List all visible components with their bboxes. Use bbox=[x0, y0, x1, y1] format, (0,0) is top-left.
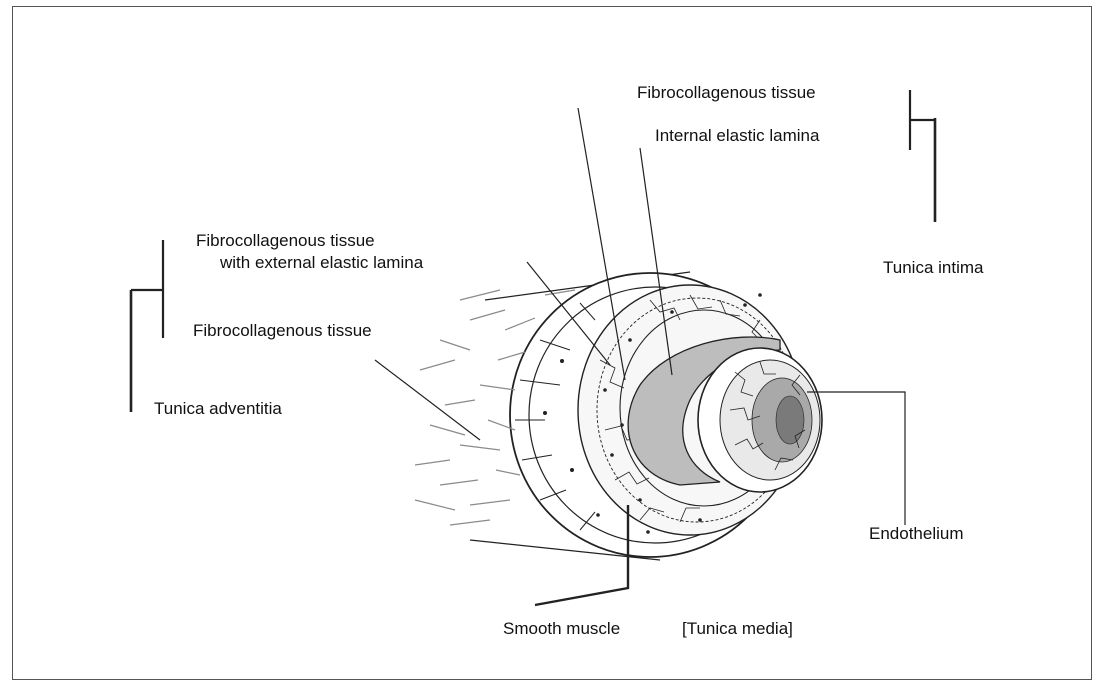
endothelium-layer bbox=[698, 348, 822, 492]
label-fibrocollagenous-tissue-adventitia: Fibrocollagenous tissue bbox=[193, 322, 372, 339]
label-smooth-muscle: Smooth muscle bbox=[503, 620, 620, 637]
label-fibrocollagenous-tissue-external: Fibrocollagenous tissue bbox=[196, 232, 375, 249]
bracket-tunica-adventitia bbox=[131, 240, 163, 412]
label-tunica-intima: Tunica intima bbox=[883, 259, 983, 276]
label-tunica-adventitia: Tunica adventitia bbox=[154, 400, 282, 417]
bracket-tunica-intima bbox=[910, 90, 935, 222]
label-endothelium: Endothelium bbox=[869, 525, 964, 542]
label-internal-elastic-lamina: Internal elastic lamina bbox=[655, 127, 819, 144]
leader-fibrocollagenous-left bbox=[375, 360, 480, 440]
label-tunica-media: [Tunica media] bbox=[682, 620, 793, 637]
label-with-external-elastic-lamina: with external elastic lamina bbox=[220, 254, 423, 271]
label-fibrocollagenous-tissue-intima: Fibrocollagenous tissue bbox=[637, 84, 816, 101]
